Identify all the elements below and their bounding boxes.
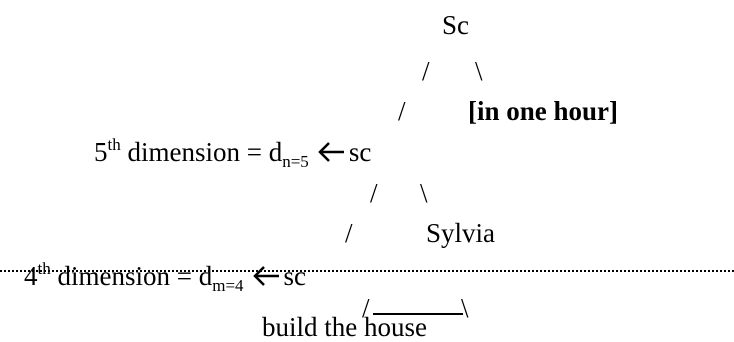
dotted-divider bbox=[0, 270, 734, 272]
branch-slash-2: / bbox=[398, 96, 406, 126]
node-sylvia: Sylvia bbox=[426, 218, 496, 248]
branch-backslash-1: \ bbox=[475, 56, 483, 86]
branch-backslash-3: \ bbox=[420, 178, 428, 208]
node-bottom: sc bbox=[283, 261, 307, 291]
fourth-label-text: dimension = d bbox=[50, 261, 213, 291]
fifth-ordinal: 5 bbox=[94, 137, 108, 167]
fourth-dimension-label: 4th dimension = dm=4 sc bbox=[24, 259, 307, 294]
fifth-ordinal-suffix: th bbox=[107, 135, 121, 154]
branch-slash-5: / bbox=[362, 293, 370, 323]
tree-diagram: Sc / \ / [in one hour] 5th dimension = d… bbox=[0, 10, 734, 342]
branch-slash-4: / bbox=[345, 218, 353, 248]
branch-slash-3: / bbox=[370, 178, 378, 208]
fourth-subscript: m=4 bbox=[212, 276, 244, 295]
branch-backslash-5: \ bbox=[461, 293, 469, 323]
fourth-ordinal: 4 bbox=[24, 261, 38, 291]
node-top: Sc bbox=[442, 10, 469, 40]
fifth-dimension-label: 5th dimension = dn=5 sc bbox=[94, 135, 372, 170]
triangle-base-line bbox=[373, 313, 463, 315]
arrow-left-icon bbox=[318, 142, 344, 162]
node-build-the-house: build the house bbox=[262, 312, 427, 342]
arrow-left-icon bbox=[252, 266, 279, 286]
branch-slash-1: / bbox=[422, 56, 430, 86]
fifth-label-text: dimension = d bbox=[120, 137, 283, 167]
node-in-one-hour: [in one hour] bbox=[468, 96, 619, 126]
fourth-ordinal-suffix: th bbox=[37, 259, 51, 278]
fifth-subscript: n=5 bbox=[282, 152, 309, 171]
node-middle: sc bbox=[348, 137, 372, 167]
